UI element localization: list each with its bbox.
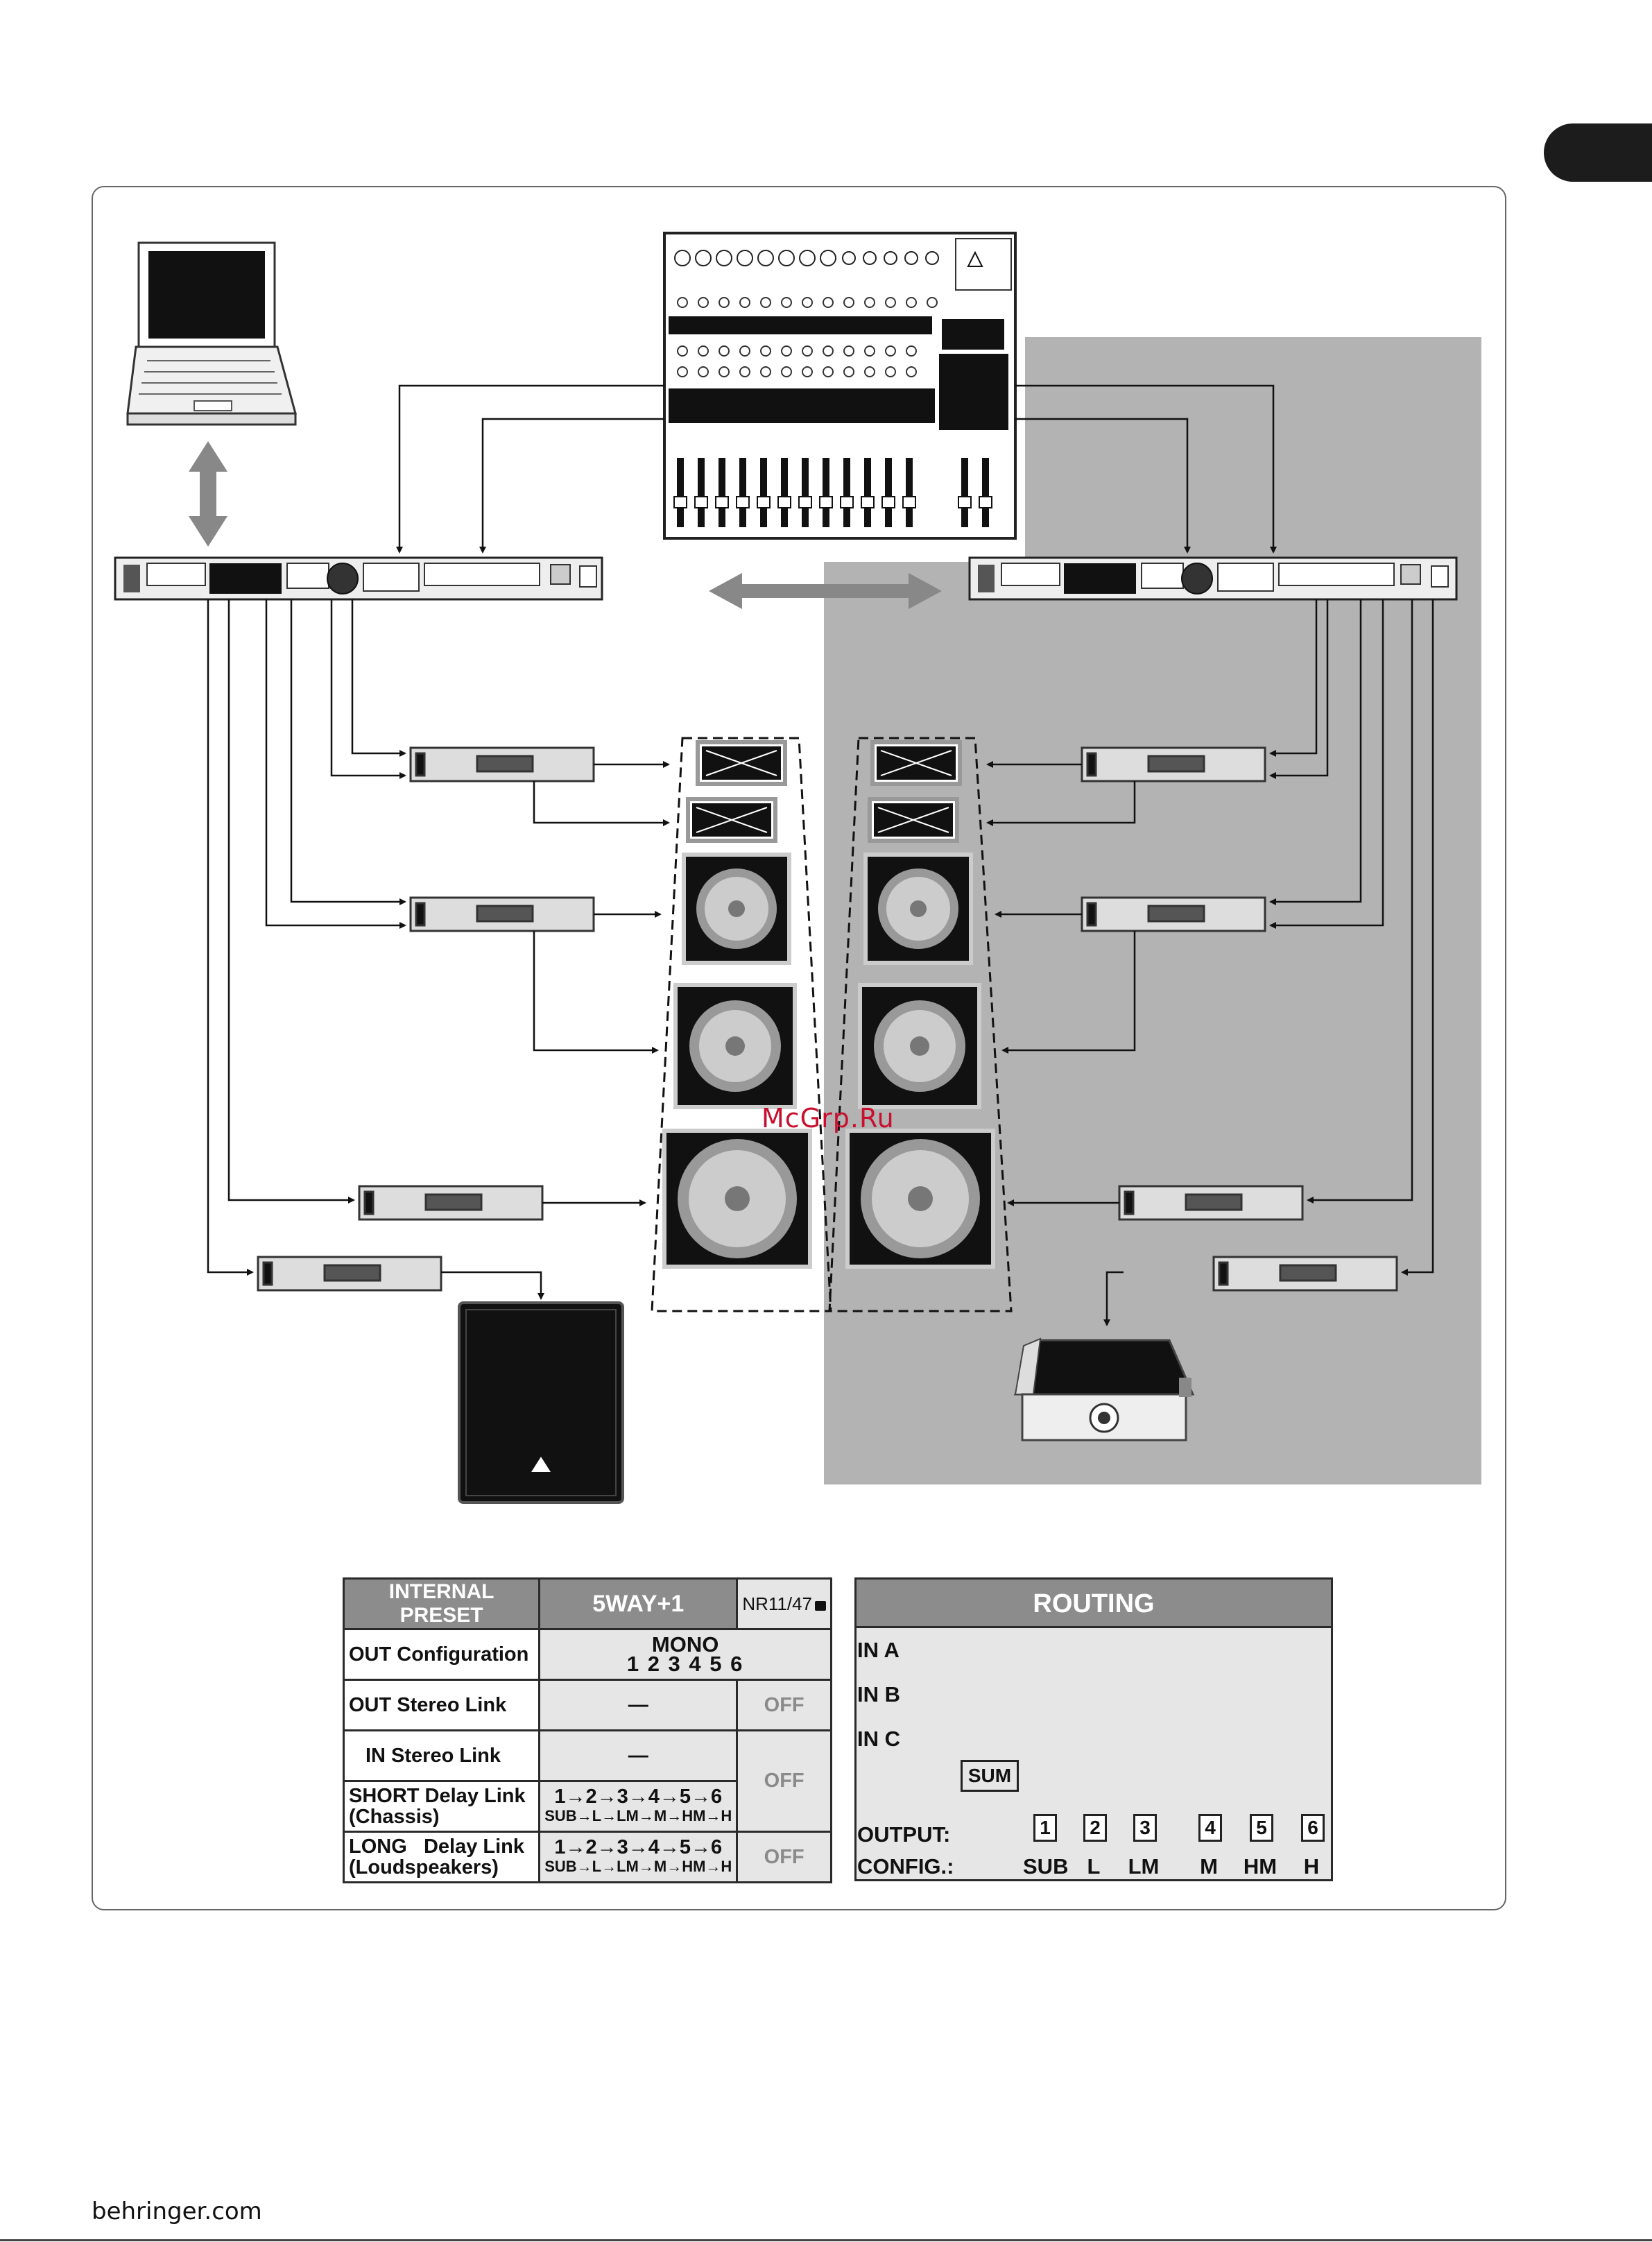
right-crossover-processor-icon: [968, 556, 1458, 601]
right-horn-1: [870, 740, 962, 786]
footer-site[interactable]: behringer.com: [92, 2198, 262, 2225]
routing-config-l: L: [1087, 1854, 1101, 1879]
out-stereo-link-row: OUT Stereo Link — OFF: [342, 1679, 832, 1731]
preset-header-label: INTERNAL PRESET: [342, 1577, 541, 1630]
section-tab: [1544, 123, 1652, 182]
diagram-frame: [92, 186, 1506, 1910]
right-horn-2: [868, 797, 959, 843]
out-configuration-channels: 1 2 3 4 5 6: [626, 1652, 744, 1676]
routing-output-6: 6: [1301, 1814, 1325, 1842]
long-delay-link-ways: SUB→L→LM→M→HM→H: [544, 1858, 732, 1875]
right-woofer-small: [863, 853, 973, 965]
routing-input-b: IN B: [857, 1682, 900, 1706]
left-woofer-large: [662, 1129, 812, 1269]
routing-output-2: 2: [1083, 1814, 1107, 1842]
amp-left-1: [409, 746, 595, 782]
long-delay-link-label: LONG Delay Link (Loudspeakers): [342, 1831, 541, 1883]
mixer-icon: [663, 232, 1017, 540]
left-crossover-processor-icon: [114, 556, 603, 601]
gray-zone-upper: [1025, 337, 1481, 562]
routing-config-m: M: [1200, 1854, 1218, 1879]
routing-config-label: CONFIG.:: [857, 1854, 954, 1879]
left-horn-2: [686, 797, 777, 843]
routing-sum: SUM: [961, 1760, 1019, 1792]
watermark: McGrp.Ru: [762, 1103, 895, 1133]
out-stereo-link-state: OFF: [736, 1679, 832, 1731]
amp-right-3: [1118, 1185, 1304, 1221]
routing-config-hm: HM: [1243, 1854, 1277, 1879]
right-woofer-mid: [858, 983, 981, 1109]
routing-output-5: 5: [1250, 1814, 1273, 1842]
preset-table: INTERNAL PRESET 5WAY+1 NR11/47 OUT Confi…: [342, 1577, 832, 1883]
long-delay-link-title: LONG Delay Link: [349, 1835, 524, 1858]
left-processor-output-lines: [207, 599, 406, 1276]
long-delay-link-state: OFF: [736, 1831, 832, 1883]
routing-output-1: 1: [1033, 1814, 1057, 1842]
amp-right-1: [1081, 746, 1266, 782]
long-delay-link-value: 1→2→3→4→5→6 SUB→L→LM→M→HM→H: [538, 1831, 739, 1883]
in-stereo-link-label: IN Stereo Link: [342, 1729, 541, 1782]
long-delay-link-subtitle: (Loudspeakers): [349, 1856, 499, 1879]
short-delay-link-label: SHORT Delay Link (Chassis): [342, 1780, 541, 1833]
left-horn-1: [696, 740, 787, 786]
subwoofer-cabinet-icon: [458, 1301, 624, 1504]
short-delay-link-title: SHORT Delay Link: [349, 1785, 526, 1807]
routing-config-lm: LM: [1128, 1854, 1160, 1879]
preset-name: 5WAY+1: [538, 1577, 739, 1630]
right-woofer-large: [845, 1129, 995, 1269]
left-woofer-small: [682, 853, 791, 965]
left-amp-output-lines: [441, 761, 670, 1300]
out-stereo-link-value: —: [538, 1679, 739, 1731]
left-speaker-stack: [651, 737, 832, 1312]
left-woofer-mid: [673, 983, 797, 1109]
in-stereo-link-state: OFF: [736, 1729, 832, 1833]
out-configuration-row: OUT Configuration MONO 1 2 3 4 5 6: [342, 1628, 832, 1681]
long-delay-link-row: LONG Delay Link (Loudspeakers) 1→2→3→4→5…: [342, 1831, 832, 1883]
amp-left-4: [257, 1256, 442, 1292]
amp-right-4: [1212, 1256, 1398, 1292]
short-delay-link-ways: SUB→L→LM→M→HM→H: [544, 1807, 732, 1824]
routing-title: ROUTING: [857, 1580, 1331, 1628]
routing-panel: ROUTING IN A IN B IN C SUM OUTPUT: CONFI…: [854, 1577, 1333, 1881]
short-delay-link-value: 1→2→3→4→5→6 SUB→L→LM→M→HM→H: [538, 1780, 739, 1833]
short-delay-link-row: SHORT Delay Link (Chassis) 1→2→3→4→5→6 S…: [342, 1780, 832, 1833]
bottom-rule: [0, 2239, 1652, 2241]
short-delay-link-chain: 1→2→3→4→5→6: [554, 1786, 723, 1808]
routing-config-sub: SUB: [1023, 1854, 1069, 1879]
routing-output-3: 3: [1133, 1814, 1157, 1842]
right-processor-output-lines: [1269, 599, 1434, 1276]
preset-header-row: INTERNAL PRESET 5WAY+1 NR11/47: [342, 1577, 832, 1630]
right-amp-output-lines: [986, 761, 1136, 1326]
long-delay-link-chain: 1→2→3→4→5→6: [554, 1836, 723, 1858]
in-stereo-link-value: —: [538, 1729, 739, 1782]
lock-icon: [815, 1600, 826, 1611]
preset-slot: NR11/47: [736, 1577, 832, 1630]
out-configuration-label: OUT Configuration: [342, 1628, 541, 1681]
out-configuration-mode: MONO: [651, 1632, 719, 1657]
short-delay-link-subtitle: (Chassis): [349, 1806, 440, 1828]
link-arrow: [709, 573, 942, 609]
right-speaker-stack: [828, 737, 1013, 1312]
routing-input-a: IN A: [857, 1638, 900, 1662]
mixer-output-lines: [396, 384, 1277, 554]
amp-left-3: [358, 1185, 544, 1221]
routing-output-label: OUTPUT:: [857, 1822, 951, 1847]
usb-link-arrow: [189, 441, 227, 547]
out-configuration-value: MONO 1 2 3 4 5 6: [538, 1628, 832, 1681]
routing-config-h: H: [1303, 1854, 1320, 1879]
preset-slot-text: NR11/47: [742, 1593, 812, 1614]
routing-input-c: IN C: [857, 1727, 900, 1751]
amp-left-2: [409, 896, 595, 932]
amp-right-2: [1081, 896, 1266, 932]
stage-monitor-icon: [1013, 1337, 1195, 1441]
amplifier-icons: [257, 746, 1398, 1292]
out-stereo-link-label: OUT Stereo Link: [342, 1679, 541, 1731]
in-stereo-link-row: IN Stereo Link — OFF: [342, 1729, 832, 1833]
laptop-icon: [126, 241, 297, 426]
routing-output-4: 4: [1198, 1814, 1222, 1842]
